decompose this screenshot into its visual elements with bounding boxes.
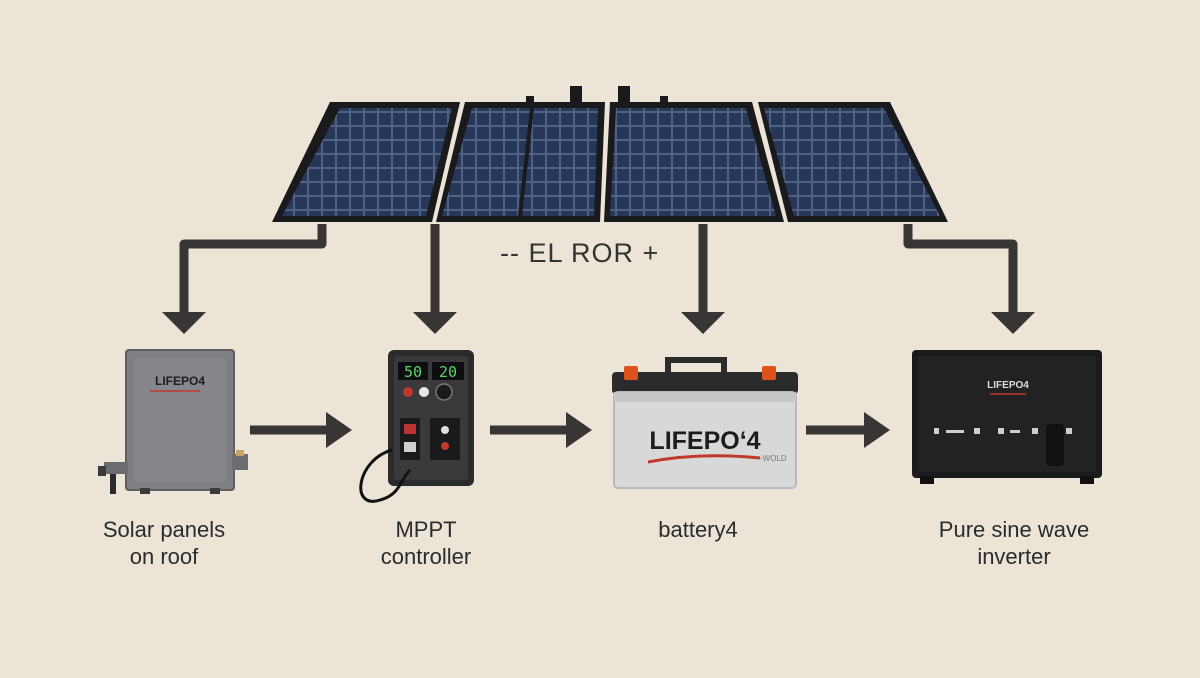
battery-device-text: LIFEPO‘4 [649, 427, 760, 455]
label-line: MPPT [395, 517, 457, 542]
label-inverter: Pure sine wave inverter [904, 516, 1124, 570]
mppt-controller-device: 50 20 [359, 350, 474, 503]
inverter-device-text: LIFEPO4 [987, 380, 1029, 391]
arrow-panels-to-inverter [903, 224, 1018, 318]
bus-label: -- EL ROR + [500, 238, 660, 268]
label-mppt-controller: MPPT controller [316, 516, 536, 570]
label-line: Solar panels [102, 517, 226, 542]
mppt-cable [359, 448, 412, 503]
inverter-device: LIFEPO4 [912, 350, 1102, 484]
solar-panel-array [272, 86, 948, 222]
battery-handle [665, 357, 727, 372]
label-line: battery4 [658, 517, 738, 542]
solar-enclosure: LIFEPO4 [98, 349, 248, 494]
solar-device-text: LIFEPO4 [155, 374, 205, 388]
mppt-display-right: 20 [439, 363, 457, 381]
lifepo4-battery: LIFEPO‘4 -WOLD [612, 357, 798, 489]
arrow-panels-to-solar [179, 224, 327, 318]
battery-terminal-positive [762, 366, 776, 380]
label-line: inverter [977, 544, 1051, 569]
junction-box [570, 86, 582, 102]
battery-terminal-negative [624, 366, 638, 380]
label-line: on roof [129, 544, 199, 569]
mppt-display-left: 50 [404, 363, 422, 381]
inverter-foot [1080, 476, 1094, 484]
indicator-light [403, 387, 413, 397]
label-line: controller [380, 544, 472, 569]
inverter-foot [920, 476, 934, 484]
label-battery: battery4 [588, 516, 808, 543]
label-line: Pure sine wave [938, 517, 1090, 542]
label-solar-panels: Solar panels on roof [54, 516, 274, 570]
battery-sub-text: -WOLD [760, 454, 787, 463]
connection-arrows [162, 224, 1035, 448]
junction-box [618, 86, 630, 102]
inverter-port-row [934, 428, 1072, 434]
